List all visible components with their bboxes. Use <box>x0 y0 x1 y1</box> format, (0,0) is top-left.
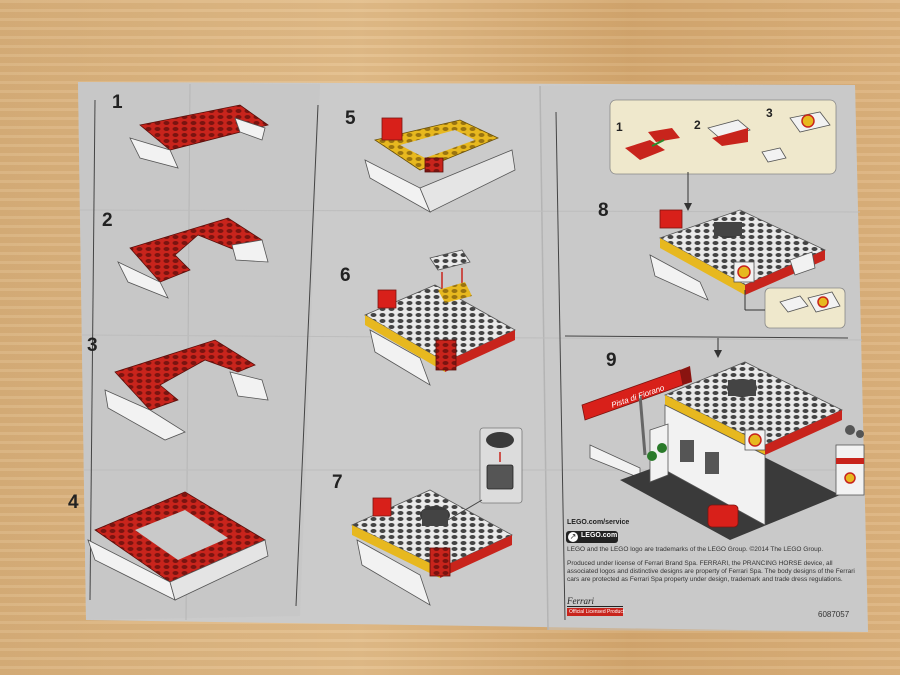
ferrari-wordmark: Ferrari <box>567 596 623 607</box>
column-divider <box>89 99 96 601</box>
step-4-illustration <box>87 491 269 601</box>
step-number-8: 8 <box>598 200 609 221</box>
step-number-5: 5 <box>345 108 356 129</box>
step-number-1: 1 <box>112 92 123 113</box>
column-divider <box>555 111 566 621</box>
step-9-illustration <box>581 361 865 540</box>
official-product-label: Official Licensed Product <box>567 608 625 616</box>
substep-number-3: 3 <box>766 106 773 120</box>
trademark-text: LEGO and the LEGO logo are trademarks of… <box>567 546 824 553</box>
service-url: LEGO.com/service <box>567 519 630 526</box>
substep-number-1: 1 <box>616 120 623 134</box>
license-text: Produced under license of Ferrari Brand … <box>567 560 855 583</box>
step-number-6: 6 <box>340 265 351 286</box>
step-number-9: 9 <box>606 350 617 371</box>
step-divider <box>564 335 849 339</box>
column-divider <box>295 104 319 607</box>
step-number-4: 4 <box>68 492 79 513</box>
substep-number-2: 2 <box>694 118 701 132</box>
step-number-2: 2 <box>102 210 113 231</box>
step-7-illustration <box>351 427 523 606</box>
substep-callout <box>609 99 837 175</box>
step-8-illustration <box>649 209 826 301</box>
step-number-7: 7 <box>332 472 343 493</box>
lego-com-badge: ↗ LEGO.com <box>566 531 618 543</box>
lego-com-label: LEGO.com <box>581 532 618 539</box>
step-6-illustration <box>364 249 516 386</box>
sticker-callout <box>744 287 846 329</box>
ferrari-logo: Ferrari Official Licensed Product <box>567 596 625 616</box>
arrow-icon: ↗ <box>568 532 578 542</box>
step-3-illustration <box>104 339 269 441</box>
step-2-illustration <box>117 217 269 299</box>
step-number-3: 3 <box>87 335 98 356</box>
product-code: 6087057 <box>818 610 850 619</box>
step-5-illustration <box>364 117 516 213</box>
step-1-illustration <box>129 104 269 169</box>
